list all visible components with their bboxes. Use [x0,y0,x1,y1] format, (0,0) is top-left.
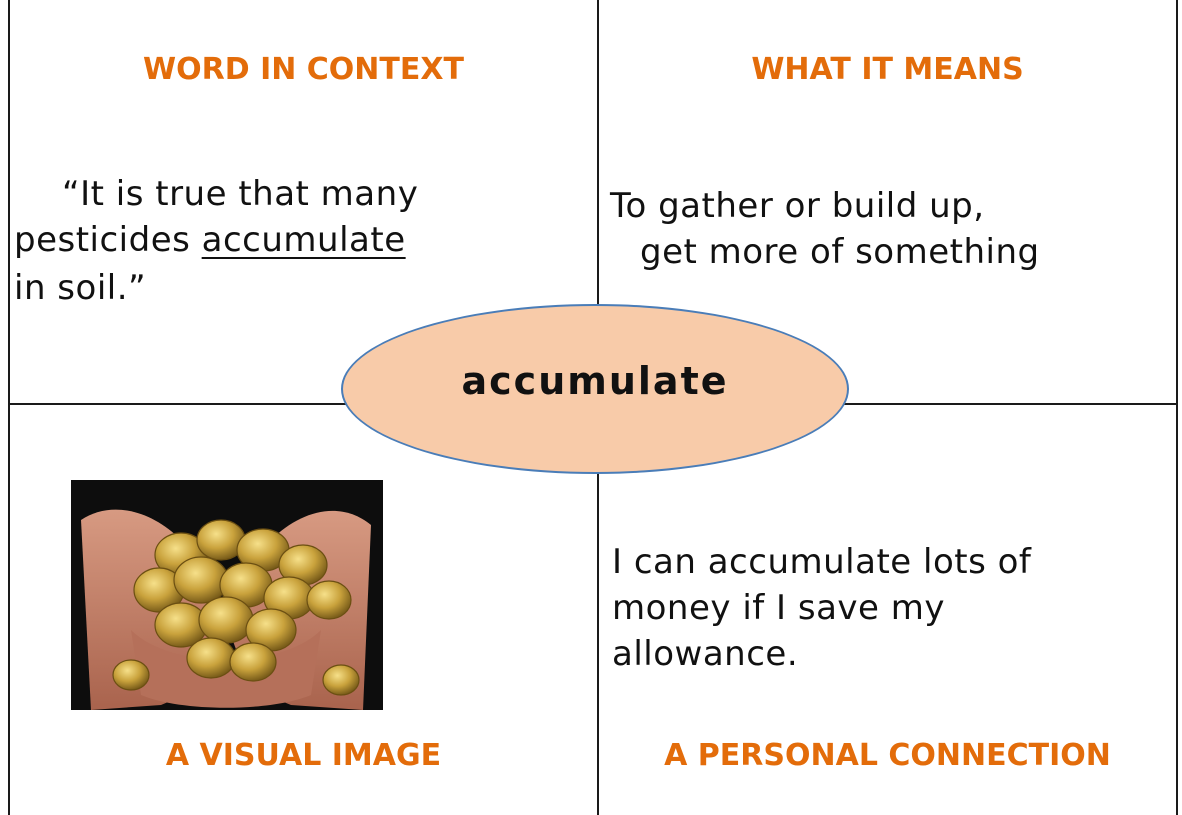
personal-connection-heading: A PERSONAL CONNECTION [664,738,1111,773]
left-border [8,0,10,815]
connection-line-1: I can accumulate lots of [612,542,1032,582]
context-sentence-line-3: in soil.” [14,268,147,308]
center-word-ellipse: accumulate [341,304,849,474]
context-sentence-line-1: “It is true that many [62,174,419,214]
center-word: accumulate [461,359,729,403]
context-sentence-prefix: pesticides [14,220,202,260]
word-in-context-heading: WORD IN CONTEXT [143,52,464,87]
definition-line-2: get more of something [640,232,1040,272]
right-border [1176,0,1178,815]
definition-line-1: To gather or build up, [610,186,985,226]
visual-image-heading: A VISUAL IMAGE [165,738,442,773]
what-it-means-heading: WHAT IT MEANS [751,52,1024,87]
connection-line-3: allowance. [612,634,799,674]
context-target-word: accumulate [201,220,406,260]
coins-in-hands-icon [71,480,383,710]
connection-line-2: money if I save my [612,588,946,628]
context-sentence-line-2: pesticides accumulate [14,218,406,262]
